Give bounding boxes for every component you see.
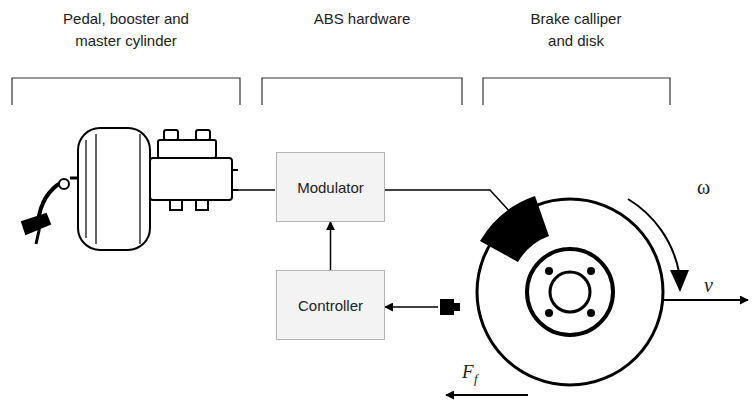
rotation-arrow [628,199,679,272]
section-heading: ABS hardware [282,8,442,30]
symbol-label: v [704,274,713,296]
process-box: Modulator [276,152,385,222]
velocity-arrow [662,299,748,301]
section-heading: Pedal, booster and master cylinder [51,8,201,52]
bracket [12,78,670,105]
box-label: Controller [298,297,363,314]
wheel-speed-sensor [385,299,460,315]
pedal-booster-master-cylinder [22,128,238,250]
symbol-subscript: f [474,372,478,386]
box-label: Modulator [297,179,364,196]
rotation-arrowhead [670,270,689,292]
brake-calliper [480,196,549,262]
symbol-label: ω [697,176,710,198]
friction-arrow [446,394,528,396]
symbol-label: F [462,362,474,383]
section-heading: Brake calliper and disk [521,8,631,52]
signal-arrow [330,222,332,270]
process-box: Controller [276,270,385,340]
